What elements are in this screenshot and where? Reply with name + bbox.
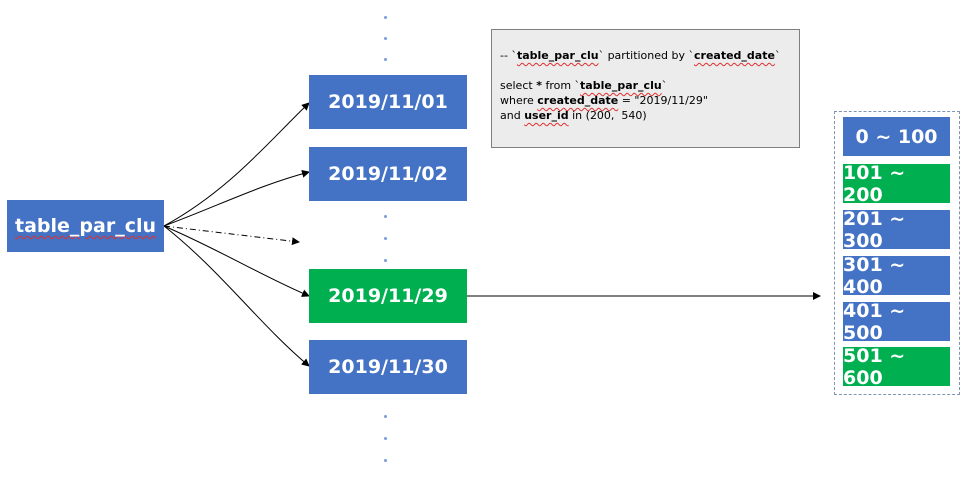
query-text: select (500, 79, 537, 92)
ellipsis-dot (384, 58, 387, 61)
query-text: in (200, 540) (568, 109, 647, 122)
bucket-box-6-highlighted: 501 ~ 600 (843, 344, 950, 389)
ellipsis-dot (384, 37, 387, 40)
bucket-box-3: 201 ~ 300 (843, 207, 950, 252)
query-where-line: where created_date = "2019/11/29" (500, 93, 791, 108)
query-text: where (500, 94, 538, 107)
bucket-box-4: 301 ~ 400 (843, 253, 950, 298)
bucket-label: 401 ~ 500 (843, 299, 906, 344)
bucket-label: 101 ~ 200 (843, 161, 906, 206)
query-column-name: user_id (524, 109, 569, 122)
bucket-label: 201 ~ 300 (843, 207, 906, 252)
arrow-to-partition-2 (163, 169, 310, 227)
arrow-to-partition-3 (163, 225, 310, 297)
partition-label: 2019/11/29 (328, 285, 448, 307)
ellipsis-dot (384, 237, 387, 240)
partition-label: 2019/11/01 (328, 91, 448, 113)
source-table-box: table_par_clu (7, 200, 164, 252)
partition-label: 2019/11/30 (328, 356, 448, 378)
query-text: ` partitioned by ` (598, 49, 694, 62)
bucket-box-2-highlighted: 101 ~ 200 (843, 161, 950, 206)
partition-box-1: 2019/11/01 (309, 75, 467, 129)
query-text: ` (661, 79, 668, 92)
query-text: ` (774, 49, 781, 62)
query-comment-line: -- `table_par_clu` partitioned by `creat… (500, 48, 791, 63)
bucket-box-1: 0 ~ 100 (843, 117, 950, 156)
query-text: = "2019/11/29" (618, 94, 708, 107)
bucket-group-frame (834, 111, 960, 395)
partition-box-3-highlighted: 2019/11/29 (309, 269, 467, 323)
query-text: from ` (541, 79, 581, 92)
bucket-label: 0 ~ 100 (855, 125, 938, 148)
arrow-to-omitted-partitions (163, 225, 300, 246)
partition-label: 2019/11/02 (328, 163, 448, 185)
bucket-label: 501 ~ 600 (843, 344, 906, 389)
query-column-name: created_date (537, 94, 619, 107)
partition-box-2: 2019/11/02 (309, 147, 467, 201)
source-table-label: table_par_clu (15, 215, 156, 237)
query-and-line: and user_id in (200, 540) (500, 108, 791, 123)
ellipsis-dot (384, 16, 387, 19)
query-column-name: created_date (694, 49, 775, 62)
query-table-name: table_par_clu (516, 49, 599, 62)
bucket-label: 301 ~ 400 (843, 253, 906, 298)
query-star: * (536, 79, 542, 92)
ellipsis-dot (384, 259, 387, 262)
ellipsis-dot (384, 437, 387, 440)
bucket-box-5: 401 ~ 500 (843, 299, 950, 344)
ellipsis-dot (384, 215, 387, 218)
query-select-line: select * from `table_par_clu` (500, 78, 791, 93)
query-table-name: table_par_clu (580, 79, 662, 92)
partition-box-4: 2019/11/30 (309, 340, 467, 394)
query-text: -- ` (500, 49, 517, 62)
ellipsis-dot (384, 459, 387, 462)
query-text: and (500, 109, 525, 122)
sql-query-panel: -- `table_par_clu` partitioned by `creat… (491, 29, 800, 148)
arrow-to-partition-4 (163, 225, 310, 367)
query-blank-line (500, 63, 791, 78)
arrow-to-partition-1 (163, 102, 310, 227)
ellipsis-dot (384, 415, 387, 418)
